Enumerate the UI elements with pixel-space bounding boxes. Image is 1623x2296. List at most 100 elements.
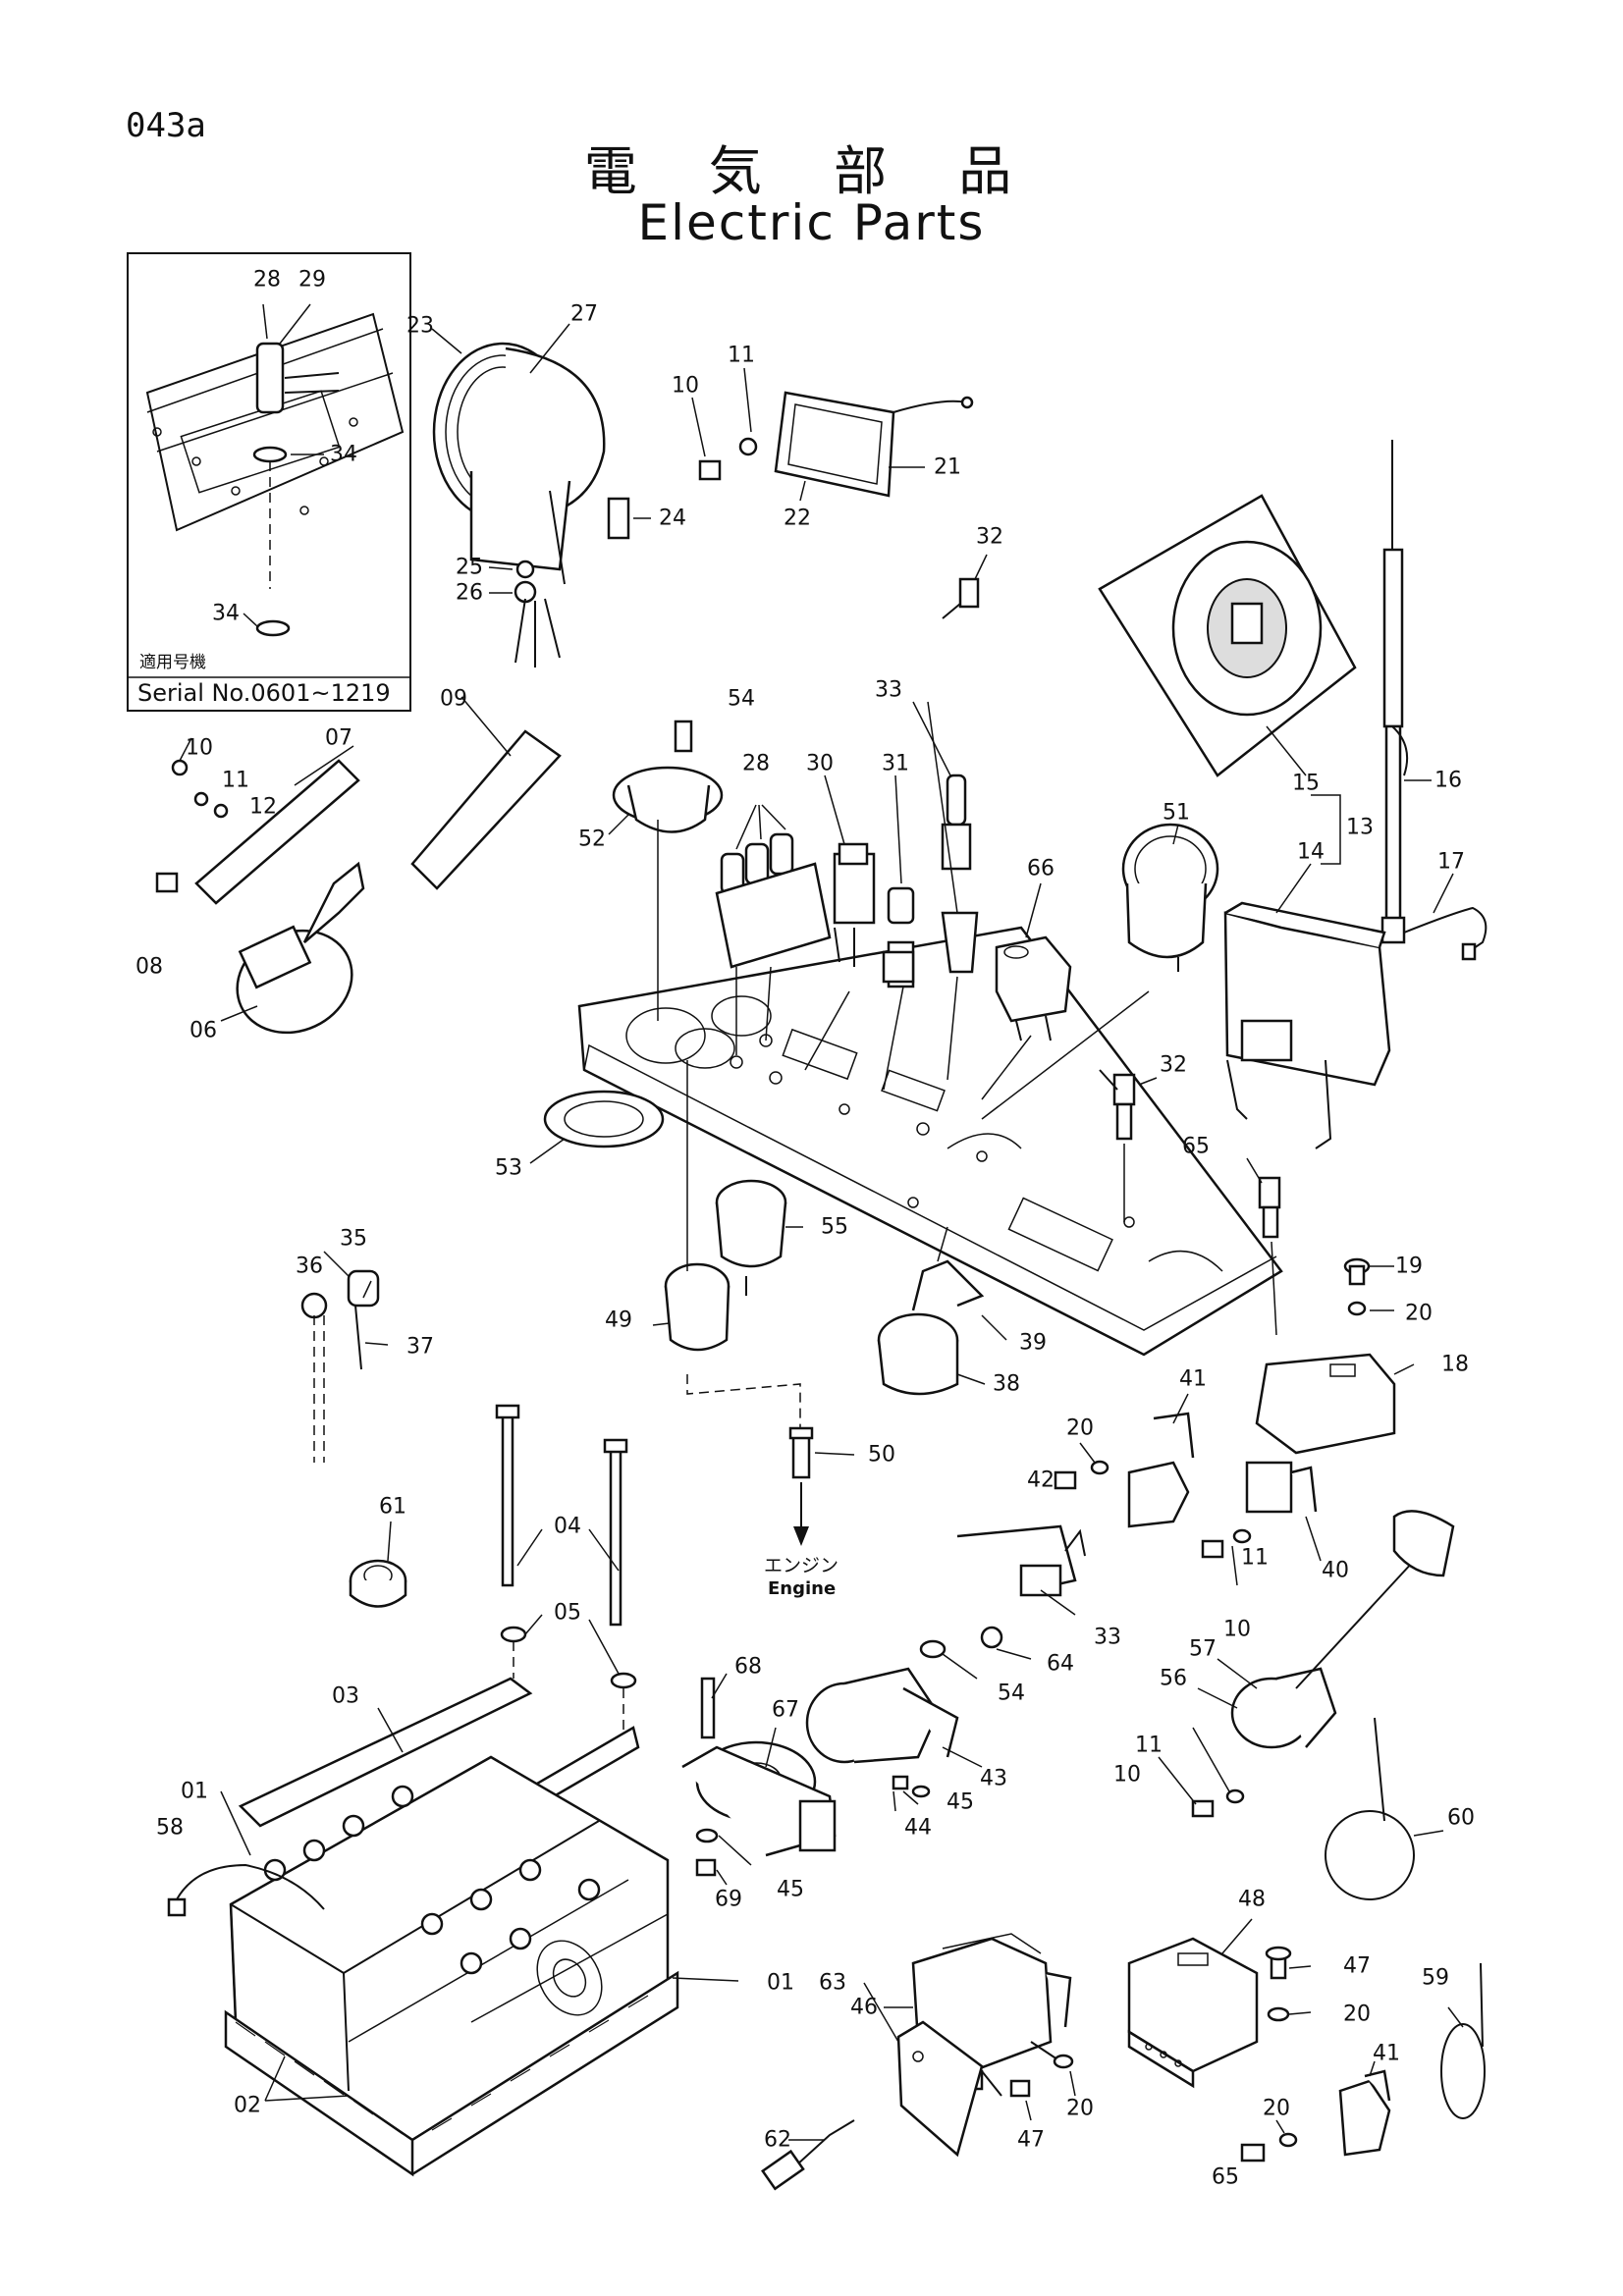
grommet: [349, 1521, 407, 1608]
serial-inset-box: [127, 252, 411, 712]
callout-68: 68: [734, 1654, 762, 1680]
callout-34: 34: [212, 601, 240, 626]
callout-62: 62: [764, 2127, 791, 2153]
callout-20: 20: [1066, 2096, 1094, 2121]
callout-18: 18: [1441, 1352, 1469, 1377]
switch-cluster: [715, 774, 915, 1091]
callout-47: 47: [1343, 1953, 1371, 1979]
callout-56: 56: [1160, 1666, 1187, 1691]
callout-59: 59: [1422, 1965, 1449, 1991]
callout-04: 04: [554, 1514, 581, 1539]
callout-41: 41: [1179, 1366, 1207, 1392]
callout-20: 20: [1405, 1301, 1433, 1326]
callout-13: 13: [1346, 815, 1374, 840]
relay-41-upper: [1054, 1393, 1195, 1528]
callout-38: 38: [993, 1371, 1020, 1397]
gauge-52: [608, 720, 724, 1021]
callout-24: 24: [659, 506, 686, 531]
callout-34: 34: [330, 442, 357, 467]
callout-16: 16: [1434, 768, 1462, 793]
callout-02: 02: [234, 2093, 261, 2118]
batteries: [167, 1755, 739, 2177]
callout-11: 11: [1135, 1733, 1163, 1758]
regulator-48: [1127, 1918, 1312, 2089]
callout-45: 45: [777, 1877, 804, 1902]
switch-32-lower: [1099, 1069, 1158, 1222]
callout-20: 20: [1066, 1415, 1094, 1441]
callout-01: 01: [181, 1779, 208, 1804]
sensor-50: [788, 1426, 855, 1546]
callout-25: 25: [456, 555, 483, 580]
gauge-49: [652, 1060, 801, 1428]
callout-14: 14: [1297, 839, 1325, 865]
callout-51: 51: [1163, 800, 1190, 826]
callout-41: 41: [1373, 2041, 1400, 2066]
gauge-55: [715, 1179, 803, 1296]
horn: [681, 1673, 837, 1886]
callout-22: 22: [784, 506, 811, 531]
engine-note-jp: エンジン: [764, 1555, 839, 1576]
callout-15: 15: [1292, 771, 1320, 796]
callout-52: 52: [578, 827, 606, 852]
callout-58: 58: [156, 1815, 184, 1841]
level-sender: [300, 1251, 389, 1463]
callout-67: 67: [772, 1697, 799, 1723]
callout-06: 06: [189, 1018, 217, 1043]
callout-10: 10: [672, 373, 699, 399]
gauge-51: [981, 823, 1219, 1120]
callout-44: 44: [904, 1815, 932, 1841]
switch-32-top: [942, 554, 988, 619]
callout-33: 33: [1094, 1625, 1121, 1650]
battery-rods: [495, 1404, 637, 1737]
work-light: [431, 323, 651, 667]
fuel-sender: [1158, 1510, 1455, 1818]
callout-53: 53: [495, 1155, 522, 1181]
callout-11: 11: [728, 343, 755, 368]
callout-50: 50: [868, 1442, 895, 1468]
speaker: [1098, 494, 1357, 777]
antenna: [1380, 440, 1488, 961]
callout-10: 10: [186, 735, 213, 761]
callout-55: 55: [821, 1214, 848, 1240]
callout-36: 36: [296, 1254, 323, 1279]
callout-28: 28: [742, 751, 770, 776]
callout-45: 45: [947, 1789, 974, 1815]
callout-57: 57: [1189, 1636, 1217, 1662]
callout-65: 65: [1212, 2164, 1239, 2190]
callout-64: 64: [1047, 1651, 1074, 1677]
callout-26: 26: [456, 580, 483, 606]
callout-46: 46: [850, 1995, 878, 2020]
callout-20: 20: [1263, 2096, 1290, 2121]
callout-63: 63: [819, 1970, 846, 1996]
callout-31: 31: [882, 751, 909, 776]
callout-10: 10: [1223, 1617, 1251, 1642]
regulator-46: [884, 1933, 1076, 2121]
callout-07: 07: [325, 725, 352, 751]
lamp-33: [912, 701, 979, 1081]
cover-18: [1255, 1257, 1415, 1455]
cable-tie-60: [1325, 1717, 1444, 1900]
callout-19: 19: [1395, 1254, 1423, 1279]
callout-28: 28: [253, 267, 281, 293]
callout-49: 49: [605, 1308, 632, 1333]
relay-41-lower: [1240, 2060, 1391, 2163]
callout-20: 20: [1343, 2002, 1371, 2027]
callout-54: 54: [728, 686, 755, 712]
callout-11: 11: [222, 768, 249, 793]
plug-plate: [761, 1982, 984, 2191]
callout-01: 01: [767, 1970, 794, 1996]
inset-serial-caption: Serial No.0601~1219: [137, 679, 391, 707]
callout-09: 09: [440, 686, 467, 712]
callout-27: 27: [570, 301, 598, 327]
callout-69: 69: [715, 1887, 742, 1912]
callout-61: 61: [379, 1494, 406, 1520]
callout-32: 32: [1160, 1052, 1187, 1078]
wiper-assembly: [155, 696, 562, 1035]
callout-33: 33: [875, 677, 902, 703]
relay-66: [981, 882, 1072, 1100]
buzzer-43: [805, 1667, 983, 1812]
callout-32: 32: [976, 524, 1003, 550]
callout-37: 37: [406, 1334, 434, 1360]
callout-54: 54: [998, 1681, 1025, 1706]
